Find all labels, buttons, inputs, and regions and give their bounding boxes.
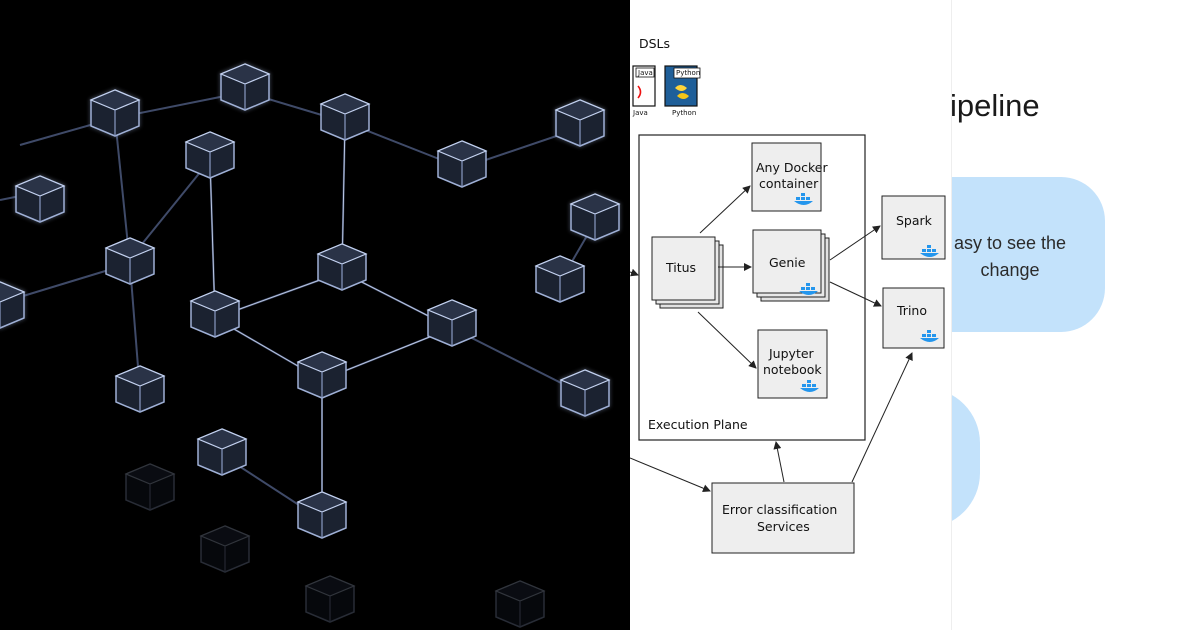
error-classification-node bbox=[711, 482, 855, 554]
genie-label: Genie bbox=[769, 255, 806, 270]
java-caption: Java bbox=[632, 109, 648, 117]
jupyter-line1: Jupyter bbox=[768, 346, 815, 361]
cube-network-illustration bbox=[0, 63, 620, 628]
info-card bbox=[925, 177, 1105, 332]
python-caption: Python bbox=[672, 109, 696, 117]
architecture-diagram: DSLs Java Java Python Python Execution P… bbox=[630, 0, 952, 630]
python-dsl-icon: Python Python bbox=[664, 65, 701, 117]
titus-label: Titus bbox=[665, 260, 696, 275]
info-card-text: asy to see the change bbox=[953, 233, 1067, 280]
diagram-arrows bbox=[630, 185, 913, 493]
architecture-diagram-svg: DSLs Java Java Python Python Execution P… bbox=[630, 36, 946, 554]
execution-plane-label: Execution Plane bbox=[648, 417, 748, 432]
slide-title: ipeline bbox=[950, 88, 1040, 123]
network-cubes-image bbox=[0, 0, 630, 630]
python-tag: Python bbox=[676, 69, 700, 77]
jupyter-line2: notebook bbox=[763, 362, 822, 377]
java-dsl-icon: Java Java bbox=[632, 65, 656, 117]
genie-node bbox=[752, 229, 822, 294]
spark-node bbox=[881, 195, 946, 260]
spark-label: Spark bbox=[896, 213, 933, 228]
trino-label: Trino bbox=[896, 303, 927, 318]
docker-container-line2: container bbox=[759, 176, 819, 191]
error-services-line2: Services bbox=[757, 519, 810, 534]
dsls-label: DSLs bbox=[639, 36, 670, 51]
error-services-line1: Error classification bbox=[722, 502, 837, 517]
docker-container-line1: Any Docker bbox=[756, 160, 828, 175]
titus-node bbox=[651, 236, 716, 301]
java-tag: Java bbox=[637, 69, 653, 77]
